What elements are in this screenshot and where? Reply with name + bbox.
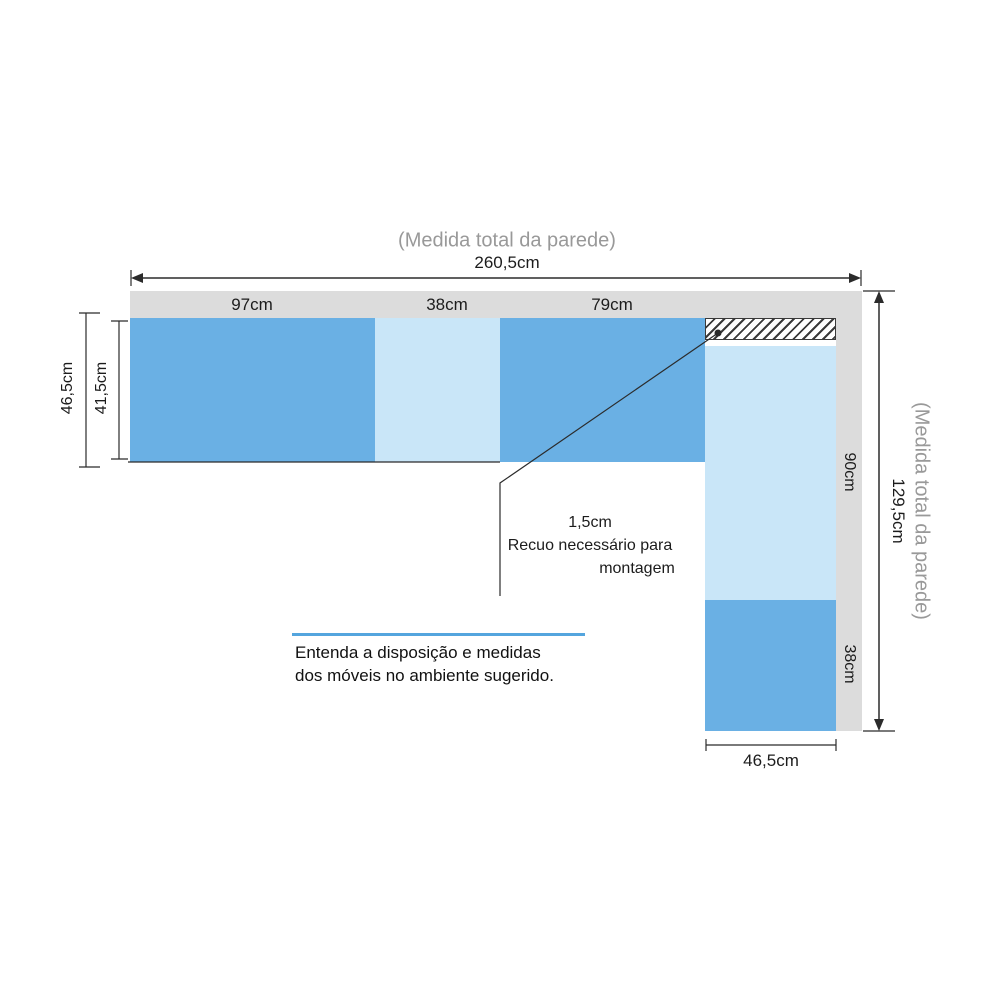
top-wall-band (130, 291, 862, 318)
total-height-label: 129,5cm (889, 478, 908, 544)
left-depth-label-inner: 41,5cm (93, 361, 110, 415)
recess-note-line2: montagem (599, 560, 675, 577)
segment-label-90: 90cm (841, 452, 858, 492)
cabinet-block-97 (130, 318, 375, 462)
total-width-label: 260,5cm (474, 253, 540, 272)
caption-line2: dos móveis no ambiente sugerido. (295, 666, 554, 685)
cabinet-block-79 (500, 318, 705, 462)
cabinet-block-38-top (375, 318, 500, 462)
cabinet-block-90 (705, 346, 836, 600)
recess-hatch-strip (705, 318, 836, 340)
caption-line1: Entenda a disposição e medidas (295, 643, 541, 662)
right-wall-title: (Medida total da parede) (910, 402, 933, 620)
left-depth-bracket-inner (111, 320, 128, 460)
caption-accent-line (292, 633, 585, 636)
segment-label-97: 97cm (231, 295, 273, 314)
left-depth-label-outer: 46,5cm (59, 361, 76, 415)
bottom-width-label: 46,5cm (743, 751, 799, 770)
segment-label-38-top: 38cm (426, 295, 468, 314)
right-wall-band (836, 291, 862, 731)
cabinet-block-38-right (705, 600, 836, 731)
recess-value-label: 1,5cm (568, 514, 612, 531)
top-wall-title: (Medida total da parede) (398, 229, 616, 252)
segment-label-38-right: 38cm (841, 644, 858, 684)
recess-note-line1: Recuo necessário para (507, 537, 673, 554)
segment-label-79: 79cm (591, 295, 633, 314)
bottom-width-dim (705, 739, 837, 751)
